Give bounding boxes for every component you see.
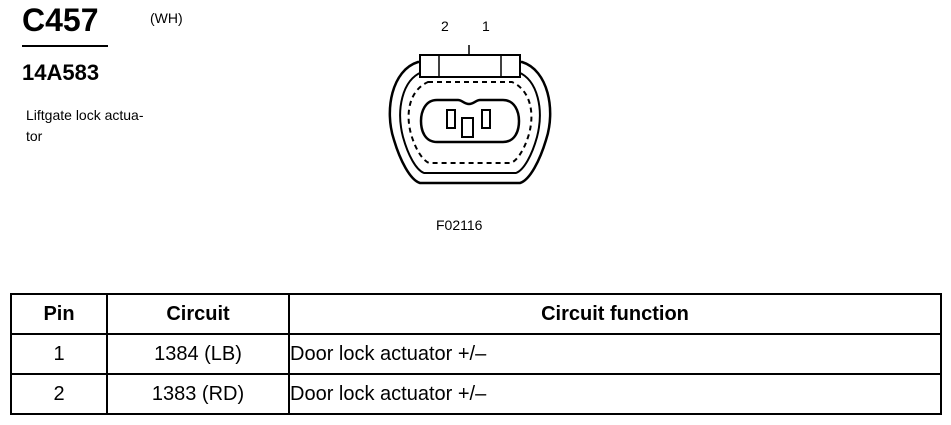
connector-housing-inner (399, 71, 541, 174)
cell-pin: 2 (10, 373, 108, 415)
terminal-cavity (419, 98, 521, 144)
terminal-key (461, 117, 474, 138)
header-circuit: Circuit (106, 293, 290, 335)
table-header-row: Pin Circuit Circuit function (10, 293, 942, 335)
cell-function: Door lock actuator +/– (288, 333, 942, 375)
cell-circuit: 1384 (LB) (106, 333, 290, 375)
seal-dashed-outline (407, 81, 533, 164)
locking-tab (419, 54, 521, 78)
connector-color-code: (WH) (150, 10, 183, 26)
header-circuit-function: Circuit function (288, 293, 942, 335)
terminal-pin-2 (446, 109, 456, 129)
description-line-2: tor (26, 128, 43, 144)
connector-face-drawing (388, 45, 552, 185)
pin-label-1: 1 (482, 18, 490, 34)
cell-function: Door lock actuator +/– (288, 373, 942, 415)
terminal-pin-1 (481, 109, 491, 129)
cell-pin: 1 (10, 333, 108, 375)
connector-id: C457 (22, 2, 99, 38)
table-row: 2 1383 (RD) Door lock actuator +/– (10, 373, 942, 415)
part-number: 14A583 (22, 60, 100, 85)
connector-description: Liftgate lock actua- tor (26, 105, 186, 147)
pin-label-2: 2 (441, 18, 449, 34)
header-pin: Pin (10, 293, 108, 335)
figure-id: F02116 (436, 217, 483, 233)
connector-housing-outer (388, 60, 552, 185)
pinout-table: Pin Circuit Circuit function 1 1384 (LB)… (10, 293, 942, 415)
description-line-1: Liftgate lock actua- (26, 107, 144, 123)
connector-id-underline (22, 45, 108, 47)
table-row: 1 1384 (LB) Door lock actuator +/– (10, 333, 942, 375)
cell-circuit: 1383 (RD) (106, 373, 290, 415)
